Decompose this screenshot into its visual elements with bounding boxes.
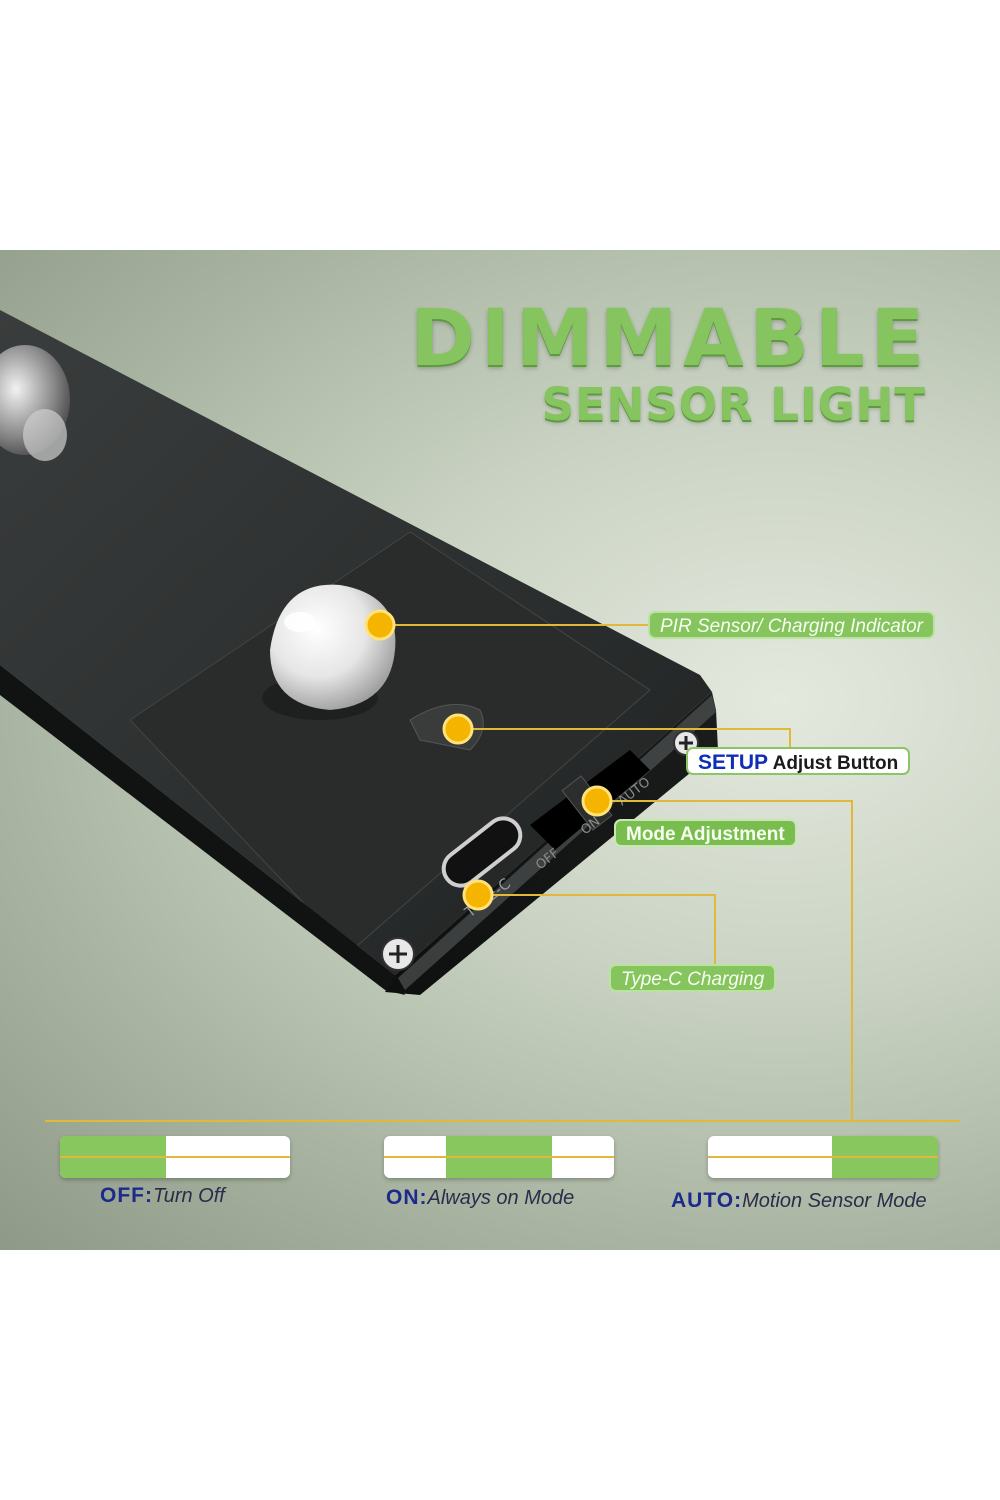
sensor-light-device: TYPE-C OFF ON AUTO [0, 310, 960, 1122]
mode-key: AUTO: [671, 1189, 743, 1212]
device-edge [0, 665, 405, 995]
pir-dome-icon [270, 584, 396, 710]
mode-label-off: OFF:Turn Off [100, 1184, 225, 1208]
mode-desc: Turn Off [152, 1185, 225, 1207]
mode-desc: Motion Sensor Mode [742, 1190, 927, 1212]
switch-diagram-auto [708, 1136, 938, 1178]
callout-pir-sensor: PIR Sensor/ Charging Indicator [648, 611, 935, 639]
mode-key: ON: [386, 1186, 428, 1209]
type-c-port-icon [441, 816, 523, 888]
headline-dimmable: DIMMABLE [410, 294, 930, 384]
headline-sensor-light: SENSOR LIGHT [541, 378, 926, 431]
setup-word: SETUP [698, 751, 769, 774]
screw-icon [381, 937, 415, 971]
callout-mode-adjustment: Mode Adjustment [614, 819, 797, 847]
indicator-dot-icon [364, 609, 613, 911]
switch-diagram-on [384, 1136, 614, 1178]
setup-rest: Adjust Button [772, 753, 899, 774]
mode-label-on: ON:Always on Mode [386, 1186, 574, 1210]
mode-key: OFF: [100, 1184, 153, 1207]
mode-label-auto: AUTO:Motion Sensor Mode [671, 1189, 927, 1213]
callout-type-c-charging: Type-C Charging [609, 964, 777, 992]
callout-setup-button: SETUP Adjust Button [686, 747, 911, 775]
product-panel: DIMMABLE SENSOR LIGHT [0, 250, 1000, 1250]
mode-desc: Always on Mode [427, 1187, 575, 1209]
switch-diagram-off [60, 1136, 290, 1178]
